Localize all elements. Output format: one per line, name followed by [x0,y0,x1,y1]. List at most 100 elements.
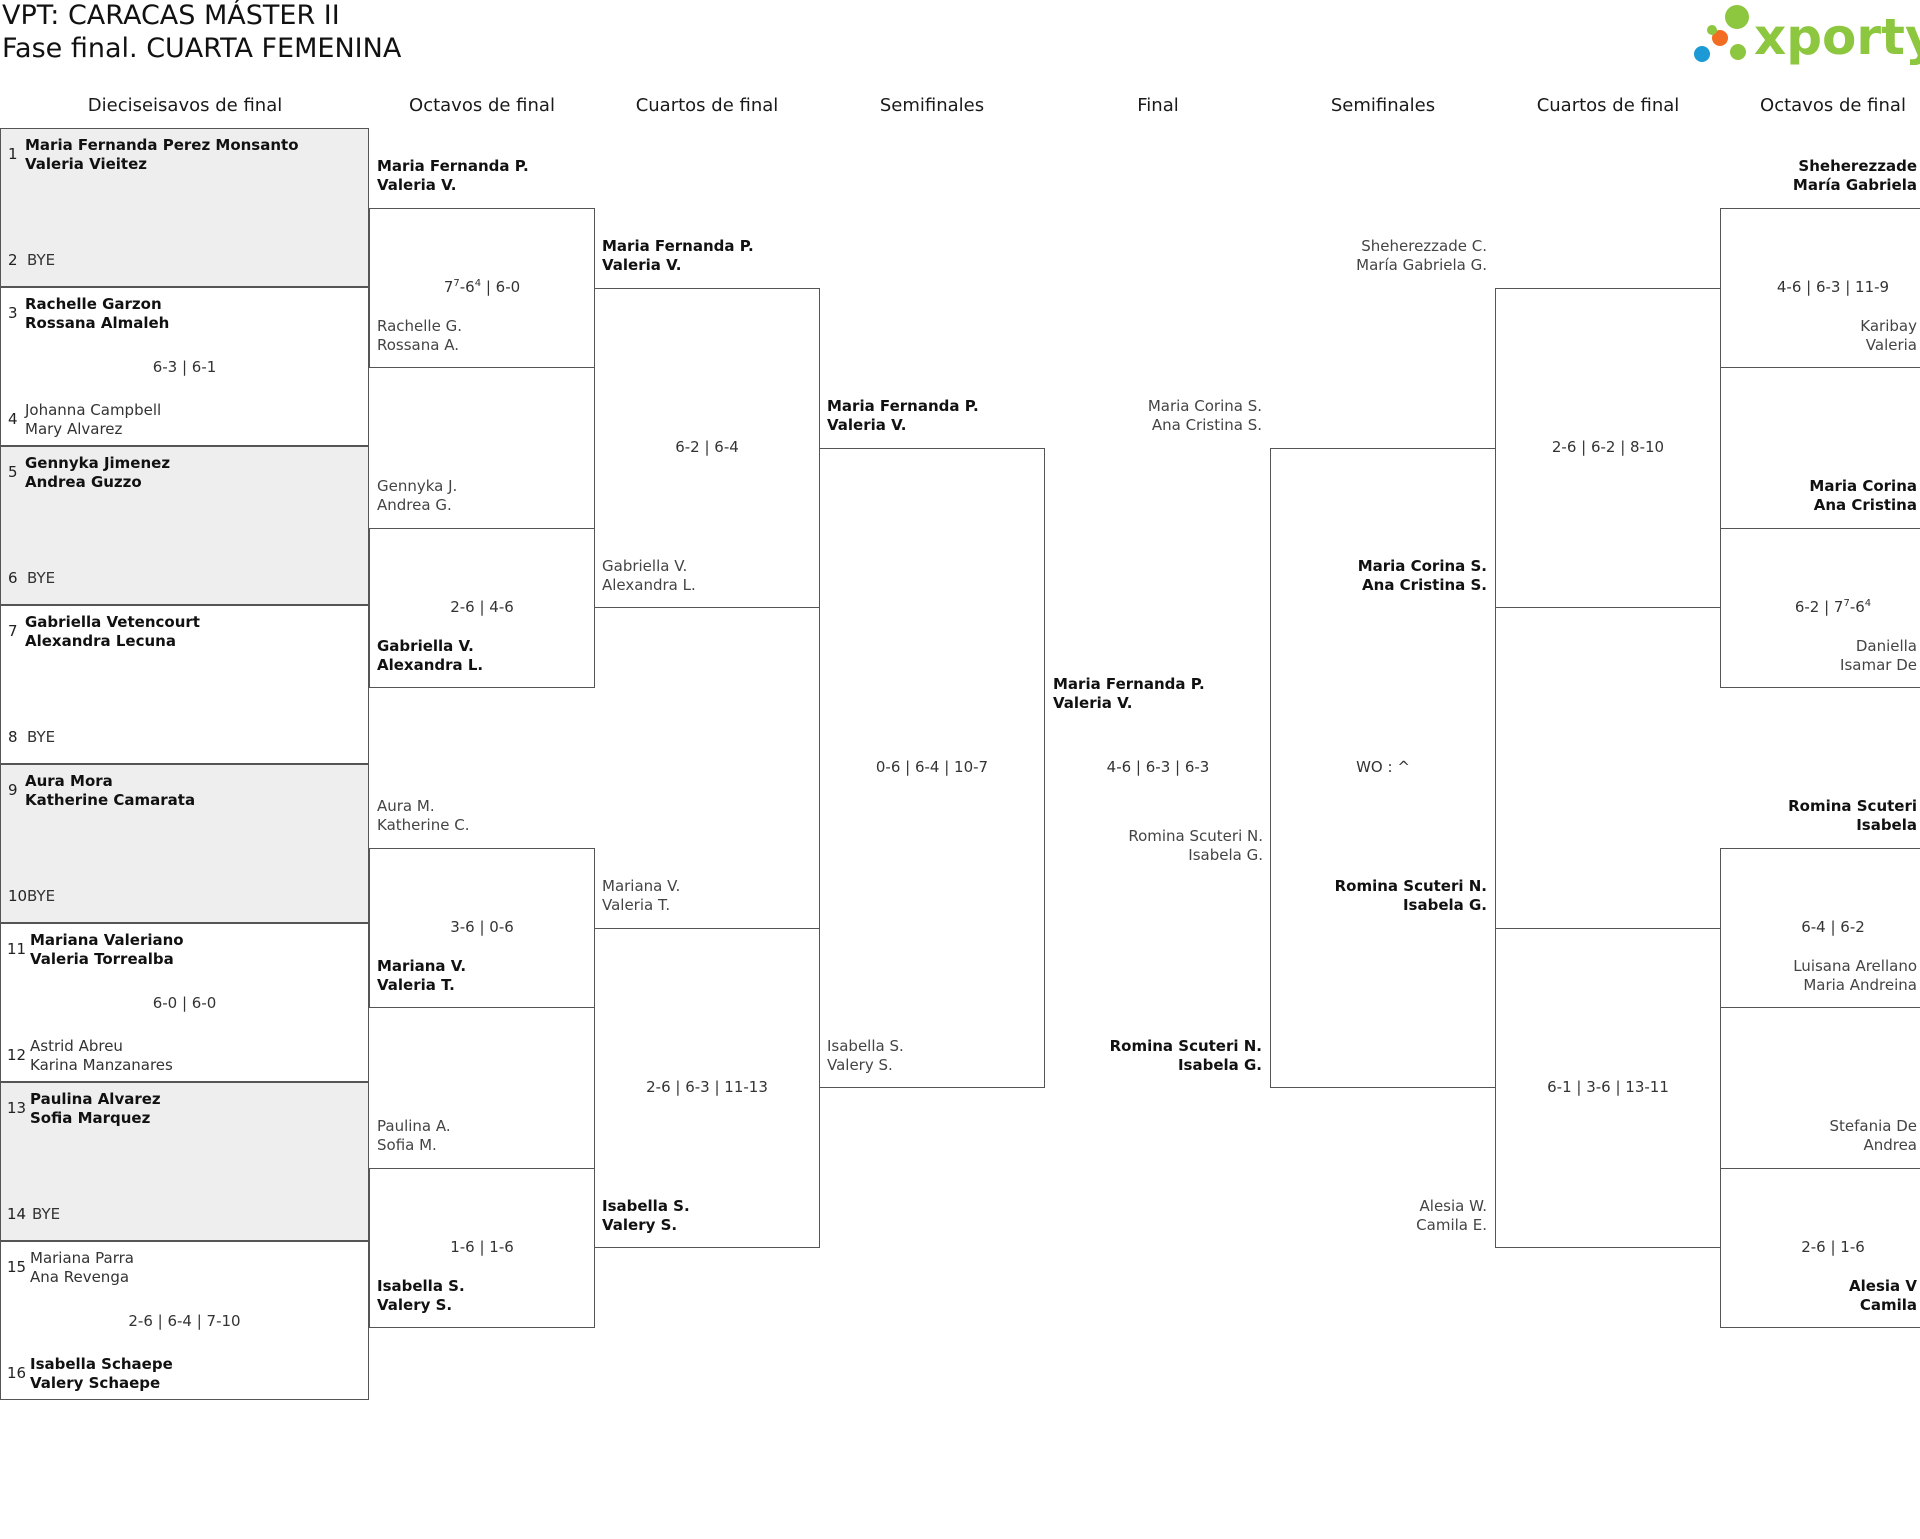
octavos-right-1-top-line-2: María Gabriela [1792,176,1917,194]
r16-match-7 [0,1082,369,1241]
semis-left-connector [819,448,1045,1088]
octavos-left-2-bottom-line-1: Gabriella V. [377,637,474,655]
logo-dot-orange [1712,30,1728,46]
r16-match-2 [0,287,369,446]
cuartos-right-2-top-line-1: Romina Scuteri N. [1334,877,1487,895]
semis-left-top-line-1: Maria Fernanda P. [827,397,979,415]
octavos-right-3-top-line-2: Isabela [1856,816,1917,834]
team-player: Rossana Almaleh [25,314,170,332]
octavos-right-3-connector [1720,848,1920,1008]
octavos-right-2-score: 6-2 | 77-64 [1794,598,1872,616]
octavos-right-3-score: 6-4 | 6-2 [1801,918,1865,936]
seed-number: 12 [7,1046,27,1064]
cuartos-right-1-score: 2-6 | 6-2 | 8-10 [1551,438,1665,456]
octavos-right-1-top-line-1: Sheherezzade [1798,157,1917,175]
logo-dot-green-tiny [1707,25,1717,35]
bye-label: BYE [27,887,56,905]
cuartos-left-2-top-line-1: Mariana V. [602,877,681,895]
octavos-left-3-bottom-line-1: Mariana V. [377,957,467,975]
team-player: Mary Alvarez [25,420,123,438]
final-score: 4-6 | 6-3 | 6-3 [1106,758,1210,776]
seed-number: 2 [8,251,18,269]
octavos-left-3-bottom-line-2: Valeria T. [377,976,455,994]
octavos-left-4-top-line-1: Paulina A. [377,1117,451,1135]
cuartos-left-2-score: 2-6 | 6-3 | 11-13 [646,1078,768,1096]
seed-number: 9 [8,781,18,799]
cuartos-right-1-top-line-1: Sheherezzade C. [1361,237,1487,255]
final-bottom-line-2: Isabela G. [1188,846,1263,864]
octavos-left-1-bottom-line-1: Rachelle G. [377,317,462,335]
cuartos-left-1-connector [594,288,820,608]
semis-right-score: WO : ^ [1356,758,1410,776]
final-bottom-line-1: Romina Scuteri N. [1128,827,1263,845]
page-subtitle: Fase final. CUARTA FEMENINA [2,33,402,64]
cuartos-left-2-connector [594,928,820,1248]
logo-graphic: xporty [1694,5,1920,66]
semis-right-bottom-line-1: Romina Scuteri N. [1109,1037,1262,1055]
team-player: Gabriella Vetencourt [25,613,200,631]
header-semis-left: Semifinales [879,95,985,116]
cuartos-right-2-score: 6-1 | 3-6 | 13-11 [1547,1078,1669,1096]
team-player: Rachelle Garzon [25,295,162,313]
final-top-line-2: Valeria V. [1053,694,1133,712]
header-cuartos-left: Cuartos de final [635,95,779,116]
octavos-right-4-bottom-line-2: Camila [1859,1296,1917,1314]
octavos-left-4-connector [369,1168,595,1328]
cuartos-right-2-connector [1495,928,1721,1248]
bye-label: BYE [27,728,56,746]
cuartos-right-2-bottom-line-1: Alesia W. [1419,1197,1487,1215]
team-player: Maria Fernanda Perez Monsanto [25,136,299,154]
octavos-right-2-top-line-2: Ana Cristina [1813,496,1917,514]
bye-label: BYE [27,569,56,587]
octavos-left-2-bottom-line-2: Alexandra L. [377,656,484,674]
team-player: Karina Manzanares [30,1056,173,1074]
r16-match-5 [0,764,369,923]
octavos-left-3-top-line-1: Aura M. [377,797,435,815]
octavos-right-2-bottom-line-2: Isamar De [1840,656,1917,674]
octavos-right-3-top-line-1: Romina Scuteri [1788,797,1917,815]
octavos-right-2-top-line-1: Maria Corina [1809,477,1917,495]
octavos-right-3-bottom-line-1: Luisana Arellano [1793,957,1917,975]
seed-number: 8 [8,728,18,746]
team-player: Mariana Valeriano [30,931,184,949]
cuartos-right-1-bottom-line-1: Maria Corina S. [1357,557,1487,575]
seed-number: 11 [7,940,27,958]
team-player: Gennyka Jimenez [25,454,171,472]
octavos-left-4-top-line-2: Sofia M. [377,1136,437,1154]
logo-dot-green [1725,5,1749,29]
team-player: Alexandra Lecuna [25,632,176,650]
xporty-logo[interactable]: xporty [1690,2,1920,70]
cuartos-right-1-bottom-line-2: Ana Cristina S. [1362,576,1487,594]
r16-match-1 [0,128,369,287]
team-player: Andrea Guzzo [25,473,142,491]
octavos-left-3-top-line-2: Katherine C. [377,816,470,834]
team-player: Paulina Alvarez [30,1090,161,1108]
page-title: VPT: CARACAS MÁSTER II [2,0,340,31]
match-score: 6-0 | 6-0 [152,994,217,1012]
team-player: Katherine Camarata [25,791,196,809]
r16-match-3 [0,446,369,605]
r16-match-8 [0,1241,369,1400]
team-player: Johanna Campbell [25,401,162,419]
cuartos-left-1-top-line-2: Valeria V. [602,256,682,274]
header-cuartos-right: Cuartos de final [1536,95,1680,116]
seed-number: 3 [8,304,18,322]
r16-match-4 [0,605,369,764]
seed-number: 13 [7,1099,27,1117]
seed-number: 10 [8,887,28,905]
seed-number: 14 [7,1205,27,1223]
octavos-left-1-score: 77-64 | 6-0 [443,278,521,296]
seed-number: 5 [8,463,18,481]
bye-label: BYE [27,251,56,269]
semis-right-top-line-2: Ana Cristina S. [1151,416,1262,434]
team-player: Aura Mora [25,772,113,790]
semis-left-score: 0-6 | 6-4 | 10-7 [875,758,989,776]
cuartos-right-2-bottom-line-2: Camila E. [1416,1216,1487,1234]
bye-label: BYE [32,1205,61,1223]
octavos-right-4-top-line-1: Stefania De [1829,1117,1917,1135]
octavos-right-1-bottom-line-2: Valeria [1865,336,1917,354]
octavos-left-1-top-line-2: Valeria V. [377,176,457,194]
header-octavos-left: Octavos de final [409,95,555,116]
semis-left-bottom-line-1: Isabella S. [827,1037,904,1055]
